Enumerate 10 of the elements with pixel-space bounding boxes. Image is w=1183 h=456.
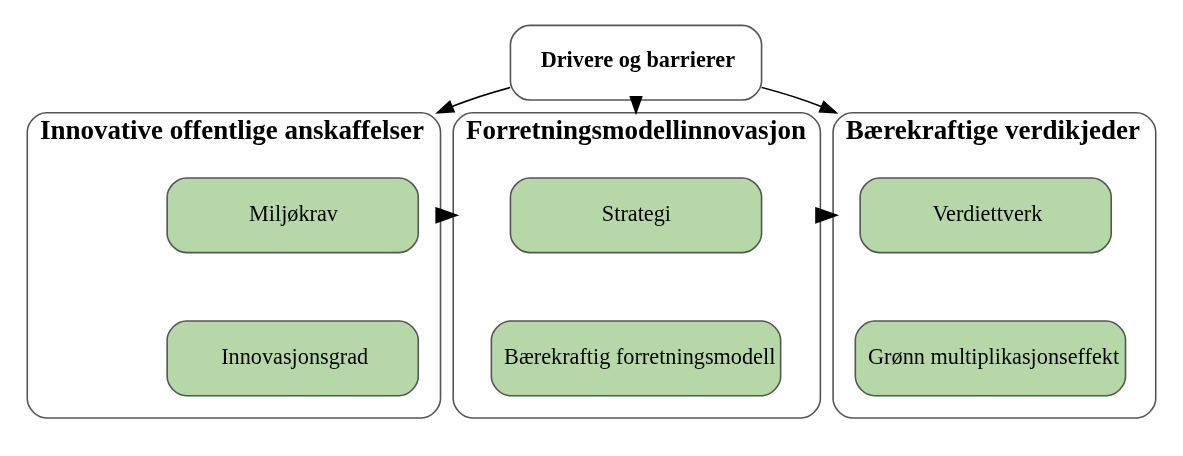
node-box: Verdiettverk [859,177,1112,254]
arrow [760,86,839,114]
node-box: Bærekraftig forretningsmodell [490,320,782,397]
arrow [815,206,840,224]
arrow [435,86,511,114]
node-box: Innovasjonsgrad [166,320,420,397]
node-box: Grønn multiplikasjonseffekt [854,320,1127,397]
node-box: Strategi [509,177,763,254]
arrow [435,206,460,224]
node-box: Miljøkrav [166,177,420,254]
